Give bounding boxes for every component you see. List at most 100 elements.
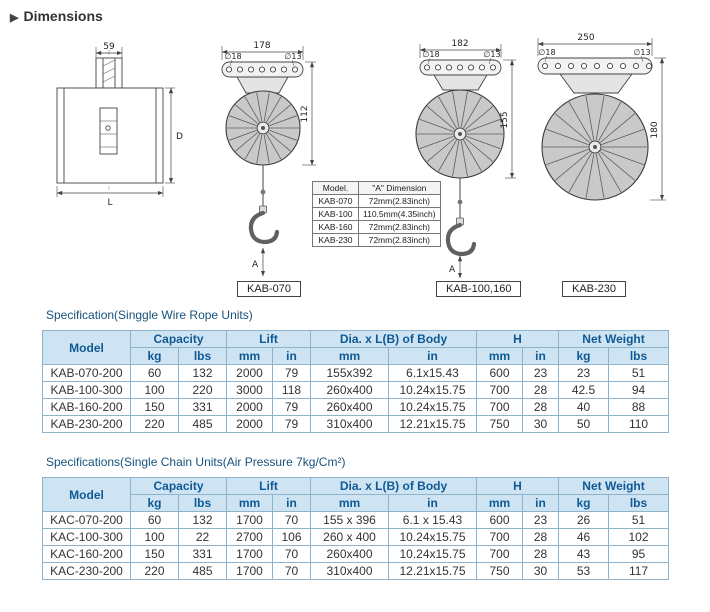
column-header-model: Model. (312, 181, 359, 195)
hole-dia-13-label: ∅13 (284, 52, 301, 61)
value-cell: 260x400 (310, 398, 389, 416)
value-cell: 110 (608, 415, 670, 433)
kab-100-160-drawing (419, 44, 516, 279)
model-cell: KAC-070-200 (42, 511, 131, 529)
unit-header: in (521, 347, 560, 365)
value-cell: 260x400 (310, 381, 389, 399)
model-cell: KAB-160-200 (42, 398, 131, 416)
kab-100-160-label: KAB-100,160 (436, 281, 522, 297)
column-group-header: Capacity (130, 330, 227, 348)
value-cell: 260x400 (310, 545, 389, 563)
value-cell: 40 (558, 398, 610, 416)
dim-label-l: L (107, 198, 112, 208)
unit-header: in (388, 494, 477, 512)
value-cell: 750 (476, 415, 523, 433)
model-cell: KAB-160 (312, 220, 359, 234)
value-cell: 700 (476, 398, 523, 416)
value-cell: 72mm(2.83inch) (358, 233, 441, 247)
unit-header: mm (226, 494, 273, 512)
unit-header: in (388, 347, 477, 365)
value-cell: 51 (608, 364, 670, 382)
dimension-drawings: 59 D L 178 ∅18 ∅13 112 A (56, 33, 666, 279)
table-row: KAB-100 110.5mm(4.35inch) (312, 207, 441, 221)
dim-label-250: 250 (577, 33, 594, 43)
value-cell: 10.24x15.75 (388, 381, 477, 399)
model-cell: KAB-230 (312, 233, 359, 247)
table-row: KAB-230 72mm(2.83inch) (312, 233, 441, 247)
value-cell: 60 (130, 511, 179, 529)
value-cell: 72mm(2.83inch) (358, 220, 441, 234)
value-cell: 220 (130, 415, 179, 433)
value-cell: 23 (521, 511, 560, 529)
page-title: ▶ Dimensions (10, 8, 103, 24)
model-cell: KAB-100-300 (42, 381, 131, 399)
value-cell: 10.24x15.75 (388, 528, 477, 546)
value-cell: 51 (608, 511, 670, 529)
value-cell: 28 (521, 528, 560, 546)
value-cell: 12.21x15.75 (388, 562, 477, 580)
value-cell: 2700 (226, 528, 273, 546)
dim-label-178: 178 (253, 41, 270, 51)
value-cell: 132 (178, 364, 227, 382)
wire-rope-units-caption: Specification(Singgle Wire Rope Units) (46, 308, 253, 322)
value-cell: 220 (178, 381, 227, 399)
unit-header: mm (310, 494, 389, 512)
value-cell: 43 (558, 545, 610, 563)
dim-label-180: 180 (650, 121, 660, 138)
value-cell: 26 (558, 511, 610, 529)
column-group-header: H (475, 477, 560, 495)
kab-100-160-body-drawing (415, 89, 505, 179)
value-cell: 118 (272, 381, 311, 399)
value-cell: 106 (272, 528, 311, 546)
value-cell: 700 (476, 545, 523, 563)
model-cell: KAC-100-300 (42, 528, 131, 546)
value-cell: 6.1 x 15.43 (388, 511, 477, 529)
value-cell: 95 (608, 545, 670, 563)
table-header-row: Model. "A" Dimension (312, 181, 441, 195)
value-cell: 100 (130, 528, 179, 546)
table-row: KAB-070 72mm(2.83inch) (312, 194, 441, 208)
value-cell: 30 (521, 415, 560, 433)
a-dimension-table: Model. "A" Dimension KAB-070 72mm(2.83in… (312, 181, 441, 247)
value-cell: 485 (178, 415, 227, 433)
value-cell: 600 (476, 364, 523, 382)
column-group-header: Dia. x L(B) of Body (310, 330, 477, 348)
unit-header: mm (476, 494, 523, 512)
value-cell: 750 (476, 562, 523, 580)
value-cell: 10.24x15.75 (388, 545, 477, 563)
value-cell: 1700 (226, 545, 273, 563)
model-cell: KAC-160-200 (42, 545, 131, 563)
value-cell: 23 (521, 364, 560, 382)
value-cell: 28 (521, 545, 560, 563)
hole-dia-18-label: ∅18 (422, 50, 439, 59)
value-cell: 12.21x15.75 (388, 415, 477, 433)
dim-label-182: 182 (451, 39, 468, 49)
value-cell: 70 (272, 545, 311, 563)
model-cell: KAC-230-200 (42, 562, 131, 580)
side-view-drawing (56, 47, 175, 197)
column-group-header: Lift (226, 330, 311, 348)
model-cell: KAB-070-200 (42, 364, 131, 382)
value-cell: 150 (130, 545, 179, 563)
hole-dia-18-label: ∅18 (538, 48, 555, 57)
page-title-text: Dimensions (23, 8, 103, 24)
arrow-marker-icon: ▶ (10, 12, 19, 24)
column-group-header: H (475, 330, 560, 348)
model-column-header: Model (42, 330, 131, 365)
value-cell: 2000 (226, 415, 273, 433)
kab-230-body-drawing (541, 93, 649, 201)
value-cell: 132 (178, 511, 227, 529)
unit-header: lbs (608, 494, 670, 512)
value-cell: 485 (178, 562, 227, 580)
unit-header: kg (130, 494, 179, 512)
value-cell: 700 (476, 528, 523, 546)
column-group-header: Dia. x L(B) of Body (310, 477, 477, 495)
hole-dia-18-label: ∅18 (224, 52, 241, 61)
